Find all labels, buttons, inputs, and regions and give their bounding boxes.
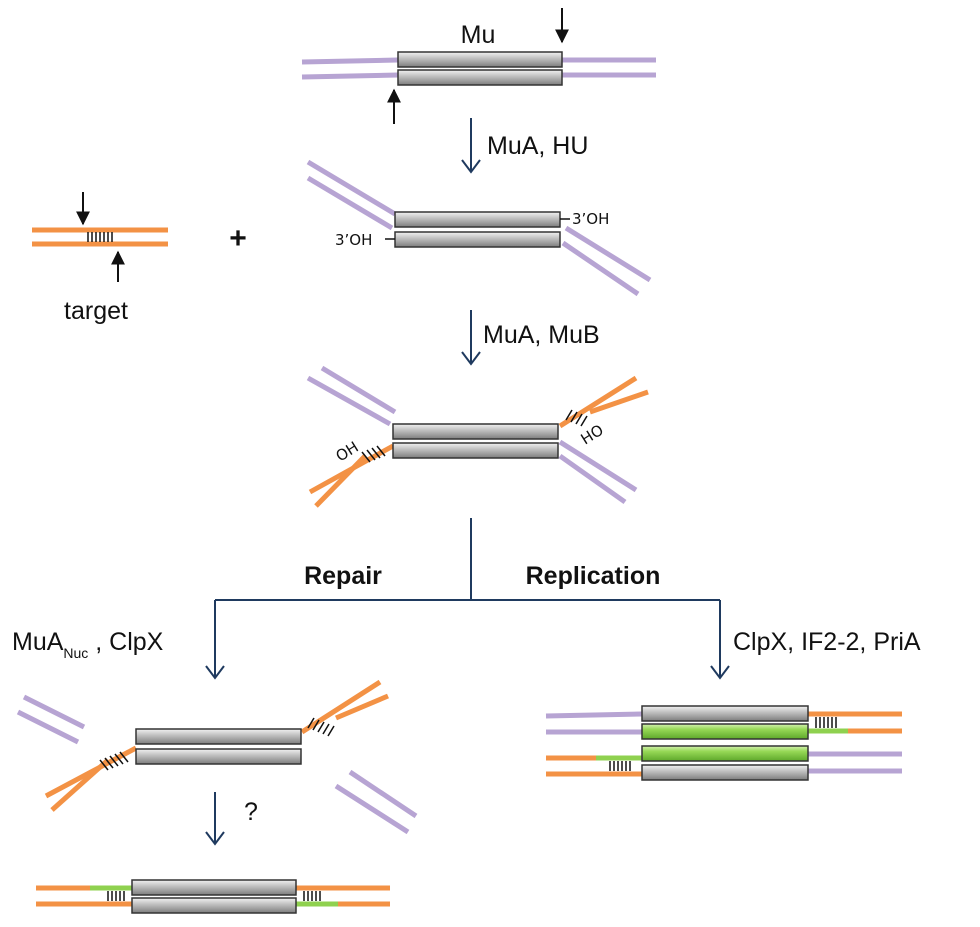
- target-label: target: [64, 297, 128, 325]
- reaction-arrow-question: [205, 792, 225, 846]
- oh-label-bottom: 3’OH: [335, 231, 372, 249]
- reaction-arrow-2: [461, 310, 481, 366]
- reaction-arrow-1: [461, 118, 481, 174]
- step2-label: MuA, MuB: [483, 321, 600, 349]
- target-dna: [32, 227, 168, 247]
- repair-intermediate: [16, 679, 418, 835]
- strand-transfer-complex: [306, 365, 649, 508]
- step1-label: MuA, HU: [487, 132, 588, 160]
- mu-element: [301, 51, 656, 86]
- replication-product: [545, 705, 902, 781]
- replication-enzymes-label: ClpX, IF2-2, PriA: [733, 628, 921, 656]
- repair-enzymes-label: MuANuc , ClpX: [12, 628, 164, 661]
- plus-sign: +: [229, 222, 247, 255]
- question-mark: ?: [244, 798, 258, 826]
- mu-label: Mu: [461, 21, 496, 49]
- repair-label: Repair: [304, 562, 382, 590]
- oh-label-top: 3’OH: [572, 210, 609, 228]
- repaired-product: [36, 879, 390, 914]
- branch-lines: [205, 518, 730, 680]
- cleaved-mu-element: [306, 159, 652, 297]
- replication-label: Replication: [526, 562, 661, 590]
